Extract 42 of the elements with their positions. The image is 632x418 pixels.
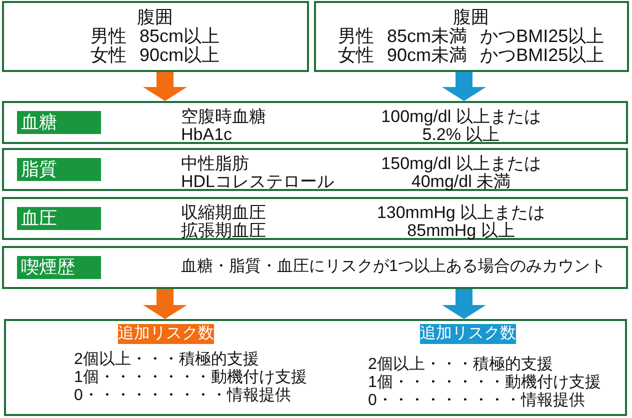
item-name: 空腹時血糖 (181, 108, 266, 126)
criterion-text: 女性 90cm以上 (90, 45, 220, 65)
item-name: 収縮期血圧 (181, 204, 266, 222)
threshold-text: 100mg/dl 以上または (381, 108, 541, 126)
threshold-text: 40mg/dl 未満 (411, 173, 511, 191)
criteria-box (2, 1, 309, 72)
category-tag: 喫煙歴 (17, 256, 101, 279)
list-item: 1個・・・・・・・動機付け支援 (74, 369, 307, 386)
list-item: 2個以上・・・積極的支援 (74, 351, 259, 369)
item-name: HbA1c (181, 126, 232, 144)
criteria-row (2, 197, 628, 240)
category-tag: 血圧 (17, 207, 101, 230)
threshold-text: 130mmHg 以上または (376, 204, 546, 222)
arrow (442, 289, 486, 319)
threshold-text: 85mmHg 以上 (407, 222, 515, 240)
criteria-row (2, 101, 628, 144)
list-item: 0・・・・・・・・・情報提供 (368, 392, 585, 410)
arrow (143, 72, 187, 101)
criteria-box (314, 1, 629, 72)
criteria-row (2, 246, 628, 289)
arrow (143, 289, 187, 319)
threshold-text: 150mg/dl 以上または (381, 155, 541, 173)
threshold-text: 5.2% 以上 (422, 126, 500, 144)
list-item: 2個以上・・・積極的支援 (368, 356, 553, 374)
criterion-text: 男性 85cm以上 (90, 26, 220, 46)
heading-text: 腹囲 (453, 7, 489, 27)
category-tag: 脂質 (17, 158, 101, 181)
list-item: 1個・・・・・・・動機付け支援 (368, 374, 601, 392)
heading-text: 腹囲 (137, 7, 173, 27)
item-name: HDLコレステロール (181, 173, 334, 191)
item-name: 中性脂肪 (181, 155, 249, 173)
item-name: 拡張期血圧 (181, 222, 266, 240)
note-text: 血糖・脂質・血圧にリスクが1つ以上ある場合のみカウント (181, 258, 606, 276)
category-tag: 血糖 (17, 111, 101, 134)
criteria-row (2, 148, 628, 191)
criterion-text: 女性 90cm未満 かつBMI25以上 (338, 45, 604, 65)
arrow (442, 72, 486, 101)
list-item: 0・・・・・・・・・情報提供 (74, 387, 291, 405)
heading-tag: 追加リスク数 (420, 324, 516, 344)
criterion-text: 男性 85cm未満 かつBMI25以上 (338, 26, 604, 46)
result-panel (4, 319, 627, 416)
heading-tag: 追加リスク数 (118, 324, 214, 344)
